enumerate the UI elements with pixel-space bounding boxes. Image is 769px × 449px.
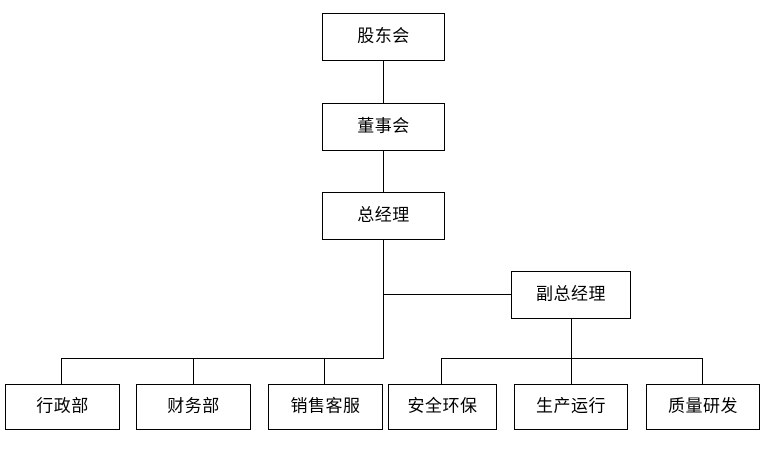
connector-drop-quality-rd [702, 358, 704, 384]
node-deputy-general-manager-label: 副总经理 [536, 284, 606, 304]
node-finance[interactable]: 财务部 [136, 384, 251, 430]
node-production-label: 生产运行 [536, 396, 606, 416]
connector-shareholders-to-board [383, 61, 385, 103]
connector-left-bus [61, 358, 384, 360]
node-sales-service-label: 销售客服 [290, 396, 361, 416]
connector-general-manager-spine [383, 240, 385, 359]
node-safety-env[interactable]: 安全环保 [388, 384, 497, 430]
node-shareholders[interactable]: 股东会 [322, 13, 445, 61]
connector-general-manager-to-deputy [383, 294, 511, 296]
node-production[interactable]: 生产运行 [514, 384, 628, 430]
connector-board-to-general-manager [383, 151, 385, 192]
node-board[interactable]: 董事会 [322, 103, 445, 151]
node-general-manager[interactable]: 总经理 [322, 192, 445, 240]
connector-drop-production [571, 358, 573, 384]
connector-deputy-spine [571, 319, 573, 359]
connector-drop-safety-env [441, 358, 443, 384]
node-quality-rd[interactable]: 质量研发 [646, 384, 760, 430]
node-quality-rd-label: 质量研发 [668, 396, 738, 416]
node-admin[interactable]: 行政部 [5, 384, 120, 430]
node-admin-label: 行政部 [36, 396, 89, 416]
node-deputy-general-manager[interactable]: 副总经理 [511, 271, 631, 319]
connector-drop-sales-service [324, 358, 326, 384]
node-safety-env-label: 安全环保 [407, 396, 478, 416]
node-board-label: 董事会 [357, 116, 410, 136]
node-general-manager-label: 总经理 [357, 205, 410, 225]
connector-drop-admin [61, 358, 63, 384]
node-finance-label: 财务部 [167, 396, 220, 416]
connector-drop-finance [193, 358, 195, 384]
node-shareholders-label: 股东会 [357, 26, 410, 46]
node-sales-service[interactable]: 销售客服 [268, 384, 383, 430]
